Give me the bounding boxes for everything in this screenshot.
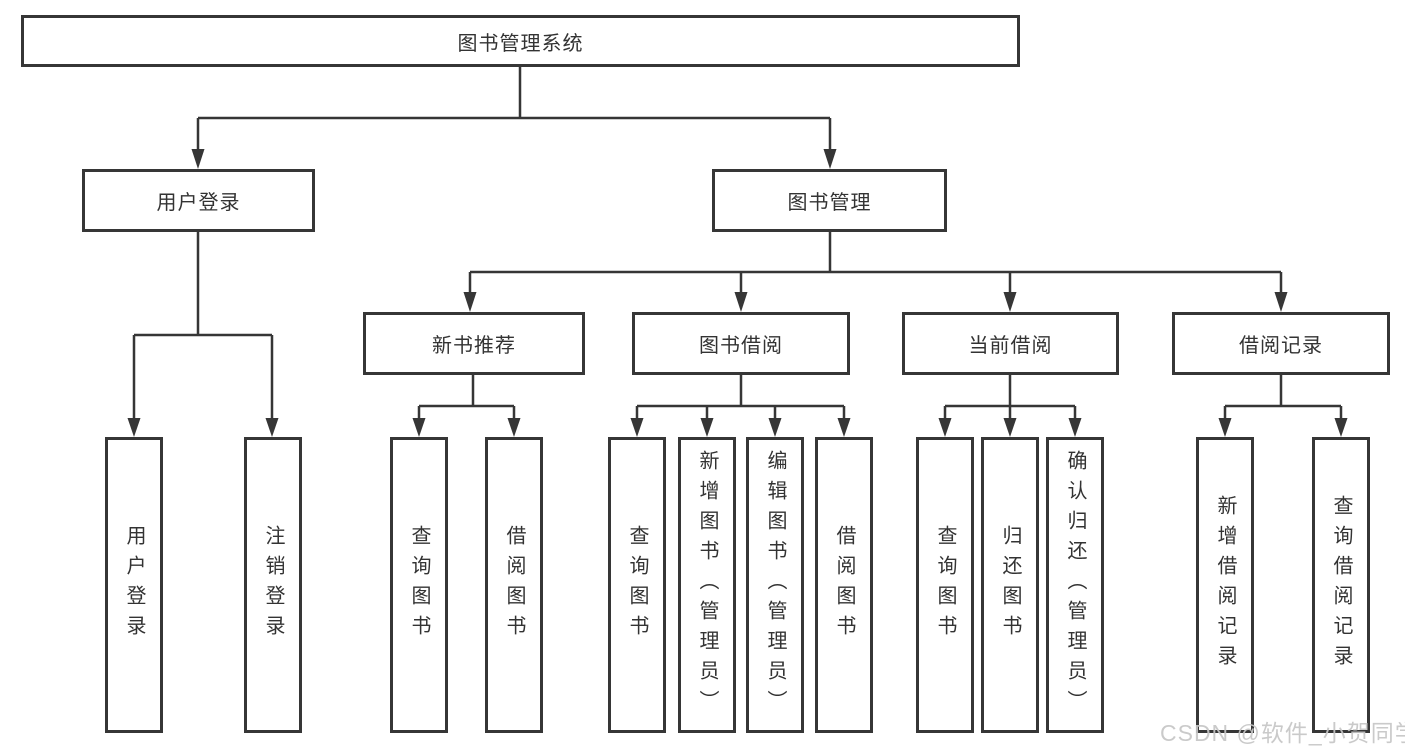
leaf-edit-book-admin: 编辑图书（管理员） bbox=[746, 437, 804, 733]
leaf-label: 编辑图书（管理员） bbox=[764, 450, 786, 720]
arrowheads bbox=[127, 149, 1348, 437]
node-user-login: 用户登录 bbox=[82, 169, 315, 232]
leaf-label: 确认归还（管理员） bbox=[1064, 450, 1086, 720]
node-borrowing-records: 借阅记录 bbox=[1172, 312, 1390, 375]
leaf-query-books-recommend: 查询图书 bbox=[390, 437, 448, 733]
connector-root-to-level2 bbox=[196, 67, 832, 150]
node-book-borrowing: 图书借阅 bbox=[632, 312, 850, 375]
connector-book-mgmt-branch bbox=[468, 232, 1283, 293]
leaf-query-books-borrowing: 查询图书 bbox=[608, 437, 666, 733]
node-new-book-recommend: 新书推荐 bbox=[363, 312, 585, 375]
connector-records-branch bbox=[1223, 374, 1343, 419]
node-current-borrowing: 当前借阅 bbox=[902, 312, 1119, 375]
leaf-label: 新增借阅记录 bbox=[1214, 495, 1236, 675]
leaf-confirm-return-admin: 确认归还（管理员） bbox=[1046, 437, 1104, 733]
leaf-query-books-current: 查询图书 bbox=[916, 437, 974, 733]
leaf-logout: 注销登录 bbox=[244, 437, 302, 733]
leaf-label: 新增图书（管理员） bbox=[696, 450, 718, 720]
leaf-add-book-admin: 新增图书（管理员） bbox=[678, 437, 736, 733]
leaf-label: 借阅图书 bbox=[503, 525, 525, 645]
leaf-label: 查询图书 bbox=[626, 525, 648, 645]
leaf-label: 注销登录 bbox=[262, 525, 284, 645]
leaf-label: 借阅图书 bbox=[833, 525, 855, 645]
connector-current-borrow-branch bbox=[943, 374, 1077, 419]
connector-new-book-branch bbox=[417, 374, 516, 419]
connector-user-login-branch bbox=[132, 232, 274, 419]
leaf-borrow-books-recommend: 借阅图书 bbox=[485, 437, 543, 733]
leaf-return-book: 归还图书 bbox=[981, 437, 1039, 733]
node-library-system: 图书管理系统 bbox=[21, 15, 1020, 67]
leaf-label: 用户登录 bbox=[123, 525, 145, 645]
leaf-borrow-books-borrowing: 借阅图书 bbox=[815, 437, 873, 733]
connector-book-borrow-branch bbox=[635, 374, 846, 419]
node-book-management: 图书管理 bbox=[712, 169, 947, 232]
leaf-query-borrow-record: 查询借阅记录 bbox=[1312, 437, 1370, 733]
leaf-label: 查询图书 bbox=[934, 525, 956, 645]
leaf-label: 查询图书 bbox=[408, 525, 430, 645]
leaf-add-borrow-record: 新增借阅记录 bbox=[1196, 437, 1254, 733]
csdn-watermark: CSDN @软件_小贺同学 bbox=[1160, 720, 1405, 746]
leaf-label: 查询借阅记录 bbox=[1330, 495, 1352, 675]
leaf-user-login: 用户登录 bbox=[105, 437, 163, 733]
leaf-label: 归还图书 bbox=[999, 525, 1021, 645]
